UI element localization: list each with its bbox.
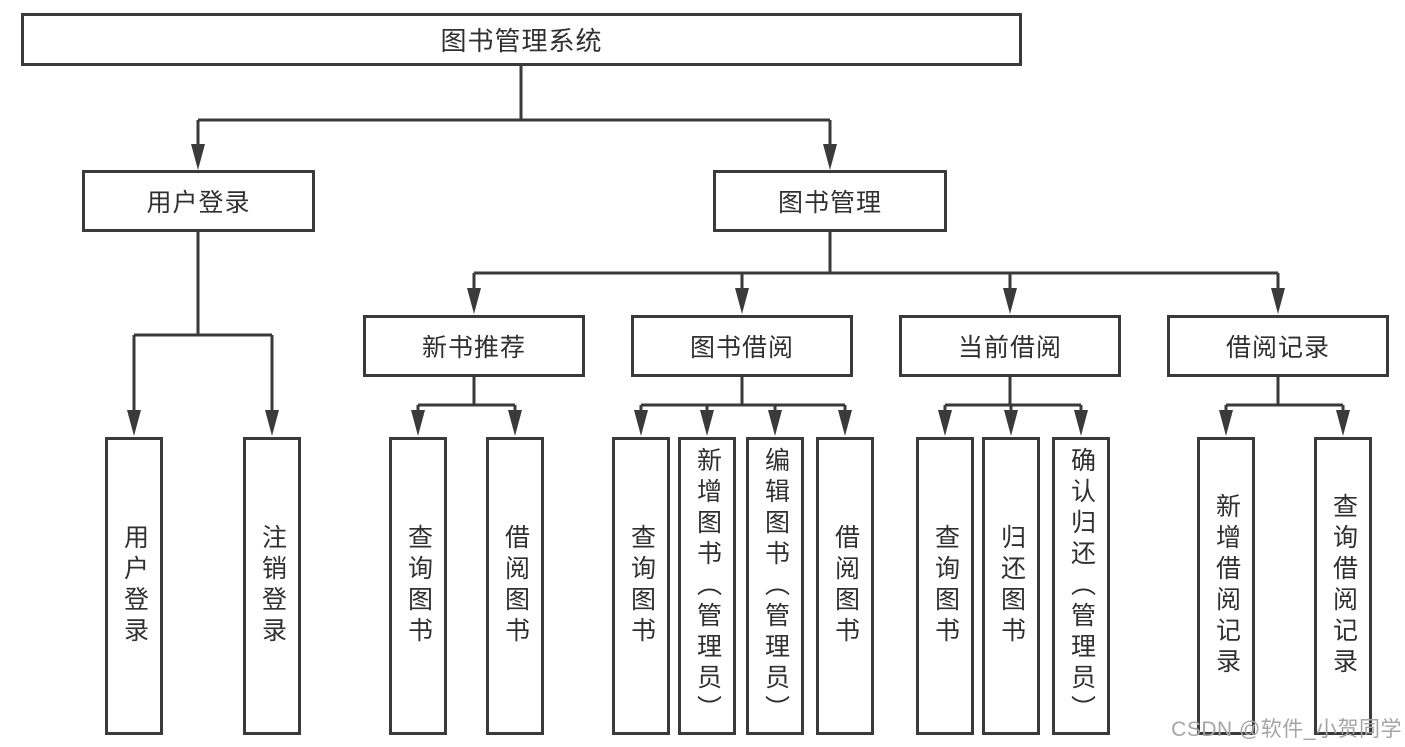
node-leaf-user-login: 用户登录: [105, 437, 163, 735]
leaf-label: 查询图书: [627, 524, 656, 648]
leaf-label: 新增借阅记录: [1212, 493, 1241, 679]
leaf-label: 查询图书: [404, 524, 433, 648]
arrow-down-icon: [768, 410, 782, 436]
node-leaf-logout-login: 注销登录: [243, 437, 301, 735]
arrow-down-icon: [467, 288, 481, 314]
node-current-borrowing: 当前借阅: [899, 315, 1121, 377]
node-leaf-query-borrow-record: 查询借阅记录: [1314, 437, 1372, 735]
arrow-down-icon: [735, 288, 749, 314]
node-leaf-borrow-books-recommend: 借阅图书: [486, 437, 544, 735]
arrow-down-icon: [508, 410, 522, 436]
node-leaf-query-books-current: 查询图书: [916, 437, 974, 735]
arrow-down-icon: [265, 410, 279, 436]
node-leaf-edit-books-admin: 编辑图书（管理员）: [746, 437, 804, 735]
node-book-management: 图书管理: [713, 170, 947, 232]
leaf-label: 借阅图书: [501, 524, 530, 648]
arrow-down-icon: [700, 410, 714, 436]
leaf-label: 查询图书: [931, 524, 960, 648]
leaf-label: 查询借阅记录: [1329, 493, 1358, 679]
arrow-down-icon: [191, 144, 205, 170]
node-leaf-query-books-recommend: 查询图书: [389, 437, 447, 735]
arrow-down-icon: [1271, 288, 1285, 314]
csdn-watermark: CSDN @软件_小贺同学: [1171, 718, 1402, 741]
arrow-down-icon: [838, 410, 852, 436]
leaf-label: 确认归还（管理员）: [1067, 446, 1096, 726]
node-library-management-system: 图书管理系统: [21, 13, 1022, 66]
arrow-down-icon: [411, 410, 425, 436]
leaf-label: 用户登录: [120, 524, 149, 648]
arrow-down-icon: [1219, 410, 1233, 436]
leaf-label: 注销登录: [258, 524, 287, 648]
leaf-label: 借阅图书: [831, 524, 860, 648]
arrow-down-icon: [634, 410, 648, 436]
node-leaf-add-books-admin: 新增图书（管理员）: [678, 437, 736, 735]
node-book-borrowing: 图书借阅: [631, 315, 853, 377]
arrow-down-icon: [1003, 288, 1017, 314]
node-leaf-borrow-books: 借阅图书: [816, 437, 874, 735]
node-leaf-confirm-return-admin: 确认归还（管理员）: [1052, 437, 1110, 735]
node-new-book-recommend: 新书推荐: [363, 315, 585, 377]
arrow-down-icon: [127, 410, 141, 436]
node-user-login: 用户登录: [82, 170, 315, 232]
node-leaf-return-books: 归还图书: [982, 437, 1040, 735]
arrow-down-icon: [823, 144, 837, 170]
node-leaf-add-borrow-record: 新增借阅记录: [1197, 437, 1255, 735]
leaf-label: 归还图书: [997, 524, 1026, 648]
arrow-down-icon: [1004, 410, 1018, 436]
arrow-down-icon: [938, 410, 952, 436]
node-borrowing-records: 借阅记录: [1167, 315, 1389, 377]
leaf-label: 编辑图书（管理员）: [761, 446, 790, 726]
arrow-down-icon: [1336, 410, 1350, 436]
node-leaf-query-books-borrowing: 查询图书: [612, 437, 670, 735]
arrow-down-icon: [1074, 410, 1088, 436]
leaf-label: 新增图书（管理员）: [693, 446, 722, 726]
